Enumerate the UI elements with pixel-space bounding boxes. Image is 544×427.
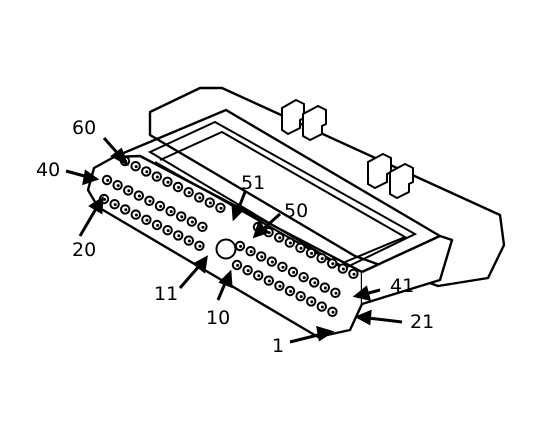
pin-contact [310,251,314,255]
arrowhead-51 [231,202,246,222]
pin-contact [320,257,324,261]
pin-contact [156,223,160,227]
pin-contact [198,196,202,200]
pin-contact [219,206,223,210]
pin-contact [177,234,181,238]
pin-label-41: 41 [390,275,414,297]
pin-contact [116,184,120,188]
pin-contact [341,267,345,271]
pin-contact [208,201,212,205]
pin-label-1: 1 [272,335,284,357]
pin-contact [134,165,138,169]
pin-contact [320,305,324,309]
arrowhead-41 [352,285,372,302]
shell-top [148,86,506,288]
pin-contact [155,175,159,179]
side-wall [361,234,454,306]
pin-label-21: 21 [410,311,434,333]
arrow-50 [261,212,281,232]
pin-contact [270,260,274,264]
pin-contact [124,208,128,212]
pin-contact [260,255,264,259]
pin-contact [281,265,285,269]
pin-contact [103,197,107,201]
pin-contact [134,213,138,217]
pin-contact [159,204,163,208]
pin-contact [180,215,184,219]
pin-contact [201,225,205,229]
pin-contact [257,274,261,278]
arrow-20 [78,206,99,237]
pin-contact [292,270,296,274]
pin-label-20: 20 [72,239,96,261]
arrowhead-20 [88,196,104,215]
latch-tab [281,98,305,136]
arrow-11 [178,264,202,289]
pin-contact [187,239,191,243]
arrowhead-50 [252,221,270,239]
pin-contact [331,310,335,314]
pin-contact [127,189,131,193]
arrowhead-10 [218,269,233,289]
pin-contact [310,300,314,304]
pin-contact [106,178,110,182]
callout-arrows [65,137,403,344]
pin-contact [278,236,282,240]
arrow-21 [367,316,403,324]
arrowhead-11 [192,255,208,274]
arrowhead-1 [316,325,335,342]
pin-label-51: 51 [241,172,265,194]
pin-contact [166,180,170,184]
pin-label-50: 50 [284,200,308,222]
pin-contact [288,241,292,245]
pin-contact [334,291,338,295]
pin-contact [302,276,306,280]
arrowhead-60 [110,147,129,167]
pin-contact [190,220,194,224]
pin-contact [148,199,152,203]
pin-label-40: 40 [36,159,60,181]
pin-contact [299,295,303,299]
latch-tabs [281,98,414,200]
arrowhead-21 [354,309,372,326]
pin-contact [187,191,191,195]
pin-array [98,155,359,317]
pin-contact [289,289,293,293]
pin-contact [177,185,181,189]
pin-label-60: 60 [72,117,96,139]
pin-contact [299,246,303,250]
pin-contact [166,229,170,233]
pin-contact [236,263,240,267]
arrowhead-40 [82,169,100,186]
pin-contact [169,210,173,214]
pin-contact [352,272,356,276]
pin-contact [323,286,327,290]
pin-contact [198,244,202,248]
latch-tab [367,152,392,190]
pin-contact [113,203,117,207]
pin-contact [239,244,243,248]
keying-hole [215,238,237,260]
latch-tab [389,162,414,200]
pin-label-10: 10 [206,307,230,329]
pin-contact [137,194,141,198]
pin-contact [267,279,271,283]
pin-contact [249,250,253,254]
pin-contact [246,269,250,273]
pin-contact [331,262,335,266]
pin-contact [278,284,282,288]
pin-label-11: 11 [154,283,178,305]
arrow-1 [289,332,323,344]
pin-contact [313,281,317,285]
latch-tab [302,104,327,142]
pin-contact [145,170,149,174]
pin-contact [145,218,149,222]
